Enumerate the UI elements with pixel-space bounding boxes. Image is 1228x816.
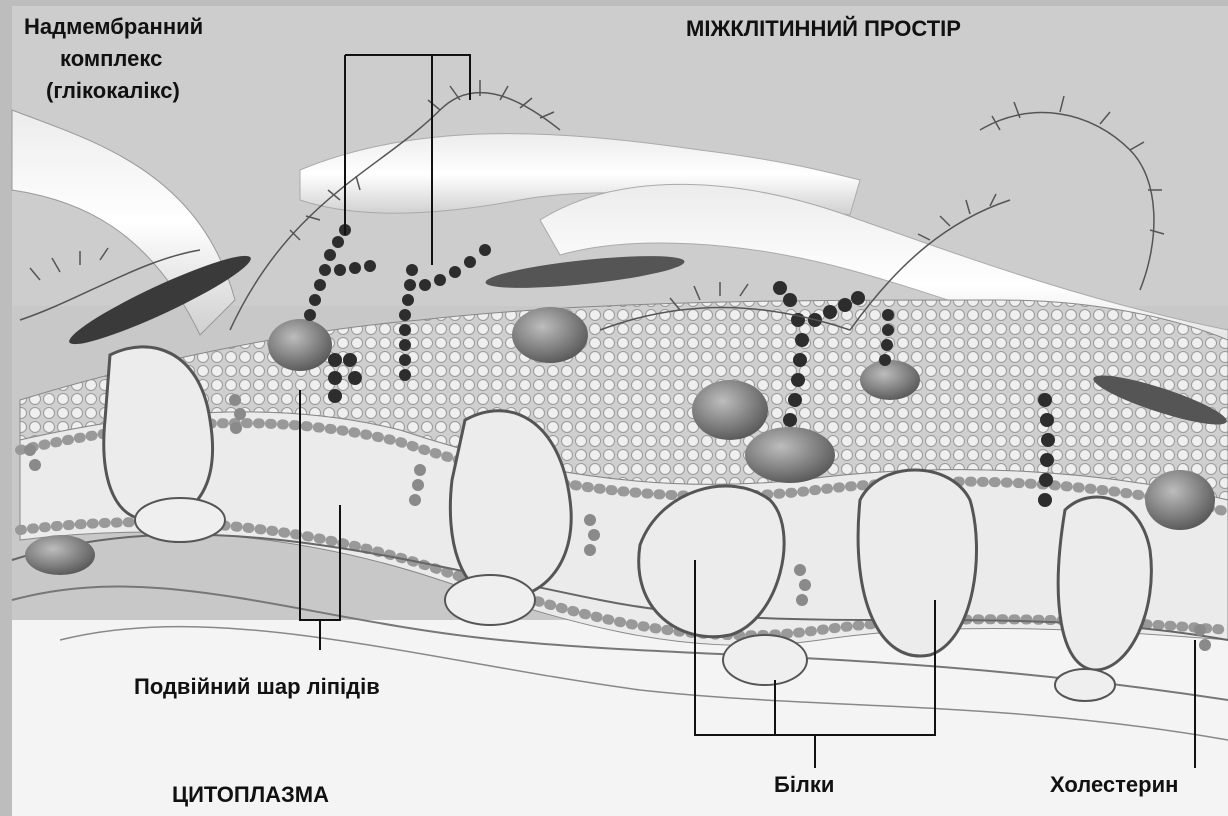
integral-protein [135,498,225,542]
intercellular-space-label: МІЖКЛІТИННИЙ ПРОСТІР [686,16,961,42]
peripheral-protein [268,319,332,371]
glycocalyx-label-line1: Надмембранний [24,14,203,40]
glycocalyx-label-line2: комплекс [60,46,162,72]
cytoplasm-label: ЦИТОПЛАЗМА [172,782,329,808]
peripheral-protein [512,307,588,363]
peripheral-protein [860,360,920,400]
peripheral-protein [692,380,768,440]
integral-protein [1055,669,1115,701]
integral-protein [858,470,976,656]
integral-protein [445,575,535,625]
peripheral-protein [745,427,835,483]
proteins-label: Білки [774,772,834,798]
glycocalyx-label-line3: (глікокалікс) [46,78,180,104]
cholesterol-label: Холестерин [1050,772,1178,798]
peripheral-protein [25,535,95,575]
integral-protein [723,635,807,685]
peripheral-protein [1145,470,1215,530]
lipid-bilayer-label: Подвійний шар ліпідів [134,674,380,700]
